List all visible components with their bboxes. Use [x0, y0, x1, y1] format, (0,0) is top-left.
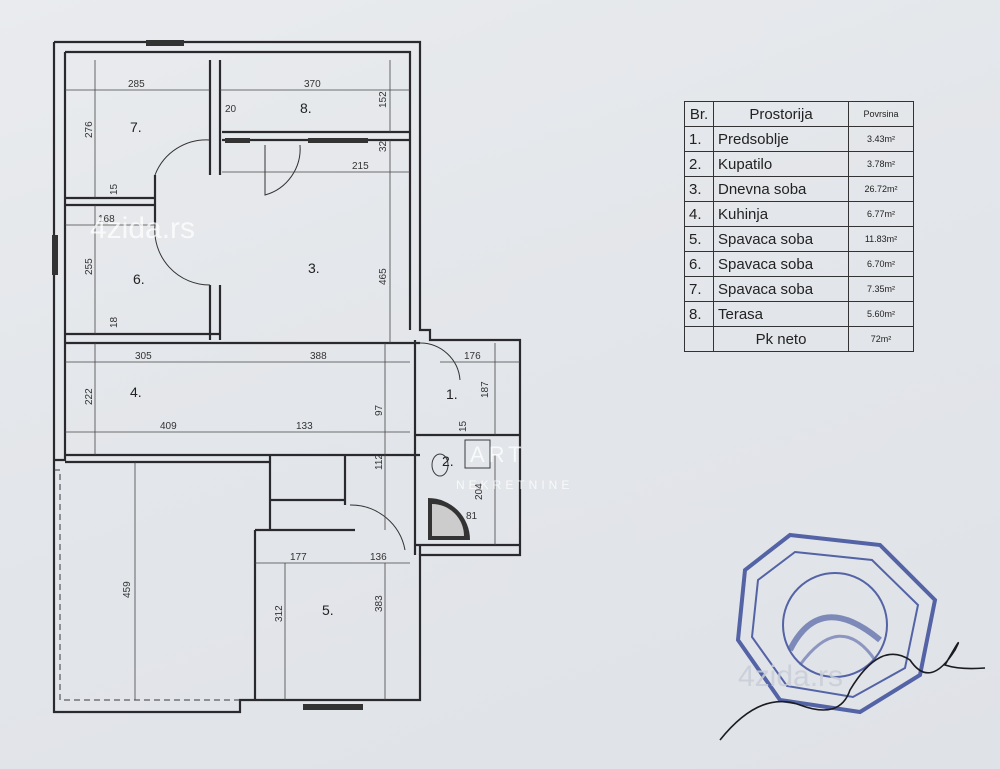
- row-area: 7.35m²: [848, 276, 914, 302]
- dim-81: 81: [466, 511, 478, 522]
- row-name: Dnevna soba: [713, 176, 849, 202]
- row-area: 3.43m²: [848, 126, 914, 152]
- row-name: Terasa: [713, 301, 849, 327]
- header-num: Br.: [684, 101, 714, 127]
- header-area: Povrsina: [848, 101, 914, 127]
- terrace-outline: [54, 469, 240, 701]
- dim-177: 177: [290, 552, 307, 563]
- room-label-4: 4.: [130, 384, 142, 400]
- dim-285: 285: [128, 79, 145, 90]
- total-num-cell: [684, 326, 714, 352]
- room-label-6: 6.: [133, 271, 145, 287]
- row-area: 3.78m²: [848, 151, 914, 177]
- dim-168: 168: [98, 214, 115, 225]
- sink-icon: [464, 439, 491, 469]
- dim-215: 215: [352, 161, 369, 172]
- table-row: 4. Kuhinja 6.77m²: [684, 201, 914, 227]
- total-area: 72m²: [848, 326, 914, 352]
- row-area: 6.77m²: [848, 201, 914, 227]
- room-label-3: 3.: [308, 260, 320, 276]
- row-num: 5.: [684, 226, 714, 252]
- row-area: 26.72m²: [848, 176, 914, 202]
- row-num: 1.: [684, 126, 714, 152]
- row-name: Spavaca soba: [713, 251, 849, 277]
- dim-136: 136: [370, 552, 387, 563]
- row-num: 3.: [684, 176, 714, 202]
- dim-388: 388: [310, 351, 327, 362]
- dim-204: 204: [474, 483, 485, 500]
- engineering-stamp: [735, 532, 938, 715]
- header-name: Prostorija: [713, 101, 849, 127]
- table-row: 7. Spavaca soba 7.35m²: [684, 276, 914, 302]
- table-row: 3. Dnevna soba 26.72m²: [684, 176, 914, 202]
- row-name: Spavaca soba: [713, 276, 849, 302]
- dimension-lines: [65, 60, 520, 700]
- dim-383: 383: [374, 595, 385, 612]
- dim-312: 312: [274, 605, 285, 622]
- room-label-5: 5.: [322, 602, 334, 618]
- outer-walls: [52, 40, 522, 714]
- row-name: Kuhinja: [713, 201, 849, 227]
- table-total-row: Pk neto 72m²: [684, 326, 914, 352]
- row-name: Predsoblje: [713, 126, 849, 152]
- windows: [52, 40, 368, 710]
- room-label-2: 2.: [442, 453, 454, 469]
- dim-152: 152: [378, 91, 389, 108]
- dim-187: 187: [480, 381, 491, 398]
- room-label-8: 8.: [300, 100, 312, 116]
- row-area: 11.83m²: [848, 226, 914, 252]
- dim-222: 222: [84, 388, 95, 405]
- table-header-row: Br. Prostorija Povrsina: [684, 101, 914, 127]
- dimension-labels: 285 370 20 152 276 32 215 15 168 255 465…: [84, 79, 491, 622]
- dim-255: 255: [84, 258, 95, 275]
- door-arcs: [154, 139, 461, 551]
- dim-459: 459: [122, 581, 133, 598]
- room-label-7: 7.: [130, 119, 142, 135]
- dim-133: 133: [296, 421, 313, 432]
- room-labels: 1. 2. 3. 4. 5. 6. 7. 8.: [130, 100, 458, 618]
- total-label: Pk neto: [713, 326, 849, 352]
- interior-walls: [65, 60, 520, 700]
- row-area: 6.70m²: [848, 251, 914, 277]
- dim-465: 465: [378, 268, 389, 285]
- row-area: 5.60m²: [848, 301, 914, 327]
- row-num: 8.: [684, 301, 714, 327]
- watermark-art: ART: [470, 442, 526, 467]
- table-row: 8. Terasa 5.60m²: [684, 301, 914, 327]
- dim-409: 409: [160, 421, 177, 432]
- row-name: Kupatilo: [713, 151, 849, 177]
- dim-15b: 15: [458, 420, 469, 432]
- dim-20: 20: [225, 104, 237, 115]
- room-label-1: 1.: [446, 386, 458, 402]
- room-area-table: Br. Prostorija Povrsina 1. Predsoblje 3.…: [684, 101, 914, 352]
- dim-112: 112: [374, 454, 385, 470]
- signature: [719, 641, 986, 741]
- dim-15: 15: [109, 183, 120, 195]
- dim-176: 176: [464, 351, 481, 362]
- table-row: 1. Predsoblje 3.43m²: [684, 126, 914, 152]
- table-row: 6. Spavaca soba 6.70m²: [684, 251, 914, 277]
- toilet-icon: [431, 453, 449, 477]
- row-num: 6.: [684, 251, 714, 277]
- watermark-4zida: 4zida.rs: [90, 212, 196, 245]
- row-num: 7.: [684, 276, 714, 302]
- watermark-nekretnine: NEKRETNINE: [456, 478, 574, 492]
- row-num: 4.: [684, 201, 714, 227]
- watermark-4zida-stamp: 4zida.rs: [738, 660, 844, 693]
- shower-icon: [428, 498, 470, 540]
- table-row: 2. Kupatilo 3.78m²: [684, 151, 914, 177]
- row-num: 2.: [684, 151, 714, 177]
- dim-18: 18: [109, 316, 120, 328]
- dim-305: 305: [135, 351, 152, 362]
- dim-370: 370: [304, 79, 321, 90]
- dim-32: 32: [378, 140, 389, 152]
- dim-276: 276: [84, 121, 95, 138]
- row-name: Spavaca soba: [713, 226, 849, 252]
- dim-97: 97: [374, 404, 385, 416]
- table-row: 5. Spavaca soba 11.83m²: [684, 226, 914, 252]
